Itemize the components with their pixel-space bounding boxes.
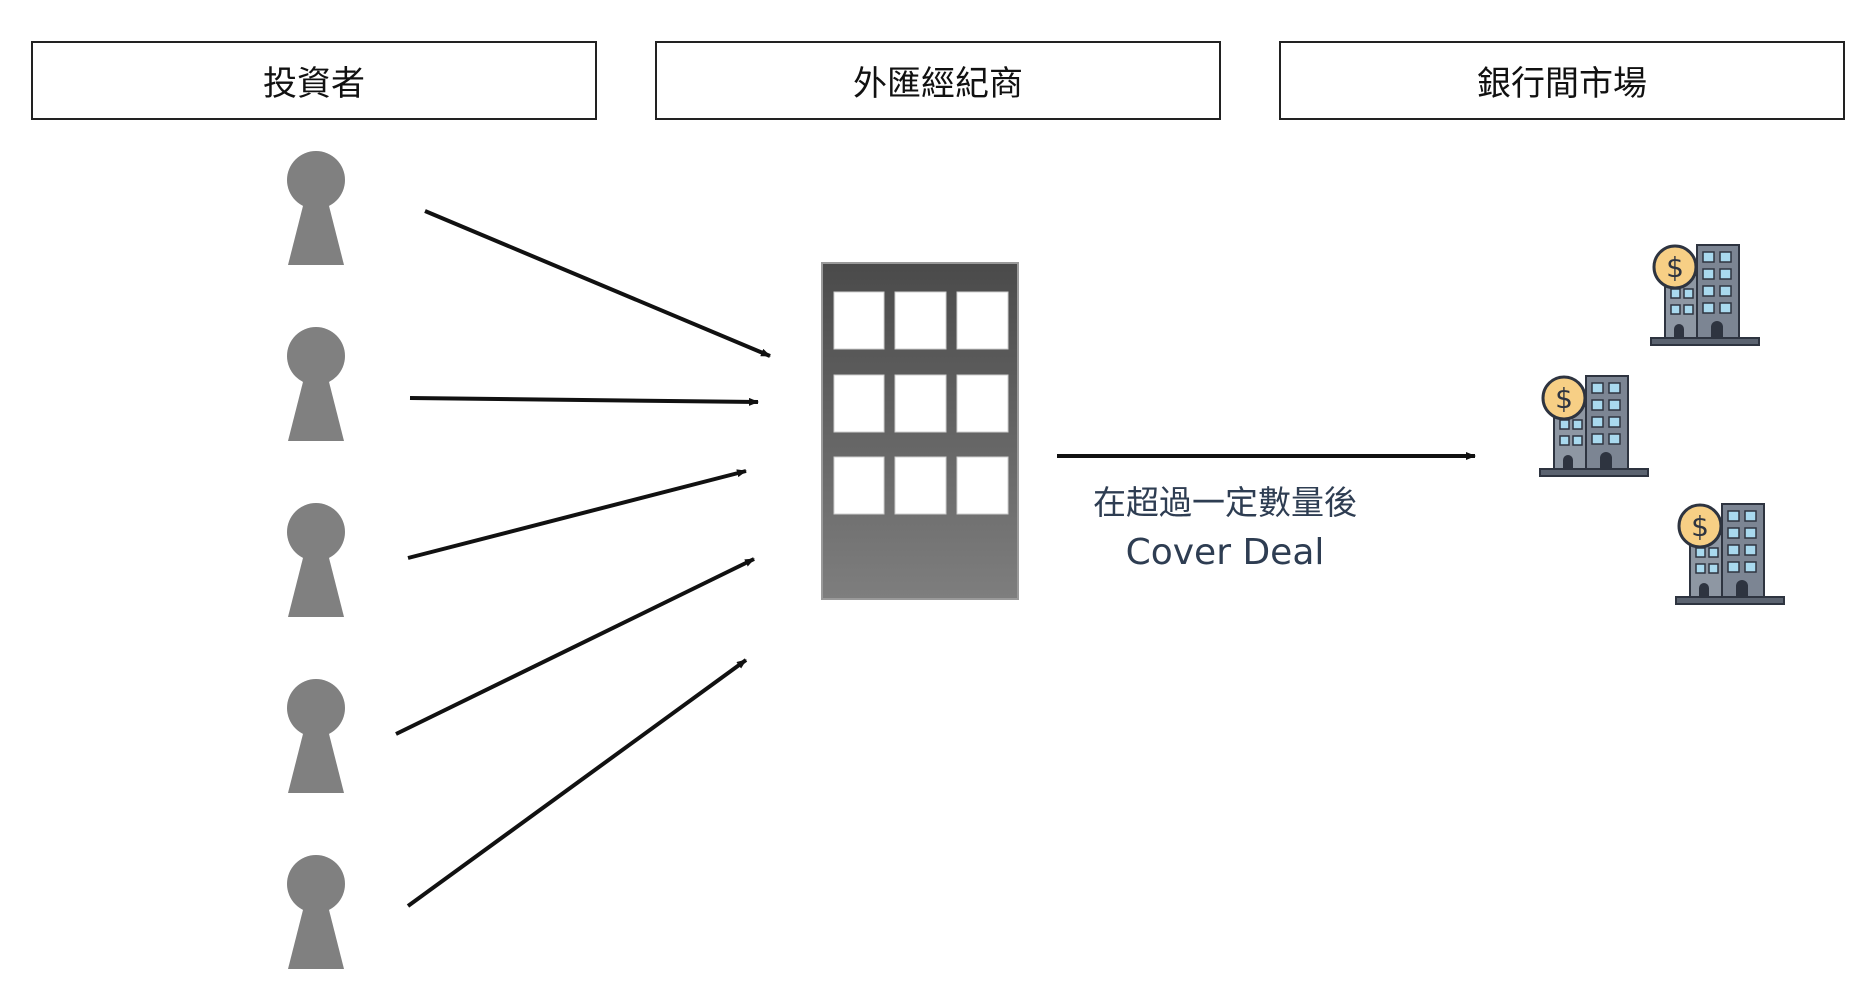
bank-building-dollar-icon-1	[1649, 243, 1761, 347]
broker-column-header: 外匯經紀商	[655, 41, 1221, 120]
broker-building-icon	[821, 262, 1019, 600]
investor-person-icon-4	[287, 679, 345, 793]
investor-person-icon-2	[287, 327, 345, 441]
investor-person-icon-1	[287, 151, 345, 265]
interbank-column-header: 銀行間市場	[1279, 41, 1845, 120]
investor-person-icon-5	[287, 855, 345, 969]
broker-column-title: 外匯經紀商	[853, 64, 1023, 104]
cover-deal-condition-label: 在超過一定數量後	[1093, 483, 1357, 522]
order-arrow-3	[407, 469, 747, 560]
interbank-column-title: 銀行間市場	[1477, 64, 1647, 104]
order-arrow-1	[424, 209, 771, 358]
order-arrow-2	[409, 396, 759, 406]
investor-column-title: 投資者	[263, 64, 365, 104]
investor-column-header: 投資者	[31, 41, 597, 120]
order-arrow-4	[395, 557, 755, 736]
bank-building-dollar-icon-2	[1538, 374, 1650, 478]
order-arrow-5	[406, 658, 748, 908]
investor-person-icon-3	[287, 503, 345, 617]
cover-deal-label: Cover Deal	[1125, 532, 1325, 573]
bank-building-dollar-icon-3	[1674, 502, 1786, 606]
